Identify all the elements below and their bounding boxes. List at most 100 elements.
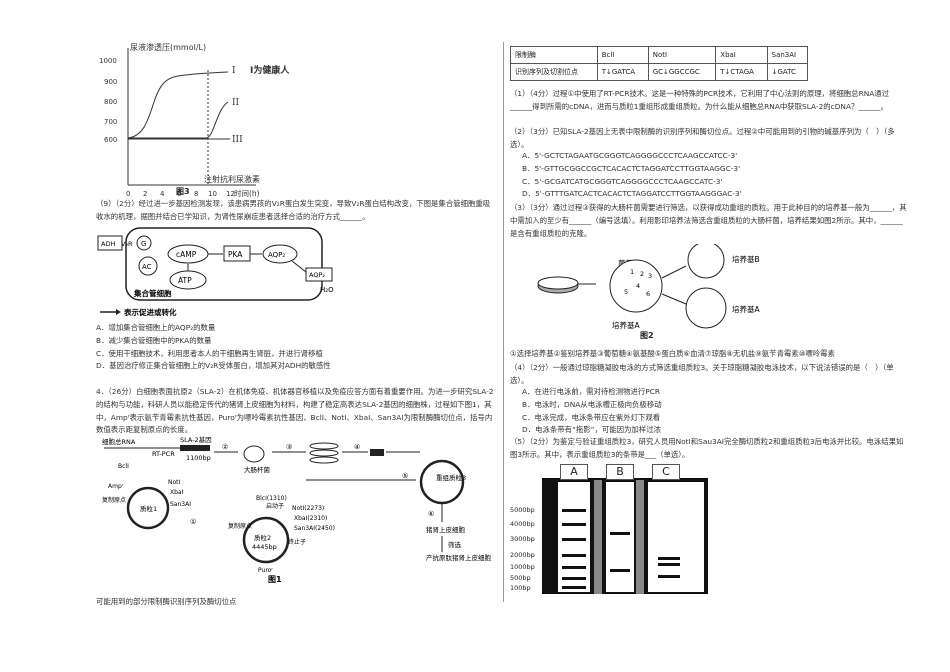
rtpcr-label: RT-PCR <box>152 450 175 458</box>
medium-b-label: 培养基B <box>732 254 760 264</box>
y-tick-label: 1000 <box>99 57 117 65</box>
table-cell: San3AI <box>766 46 809 64</box>
question-9-stem: （9）（2分）经过进一步基因检测发现，该患病男孩的V₂R蛋白发生突变，导致V₂R… <box>96 199 491 221</box>
ac-label: AC <box>142 263 152 271</box>
aqp2-label: AQP₂ <box>268 251 285 259</box>
gel-divider-2 <box>636 480 644 594</box>
step-2: ② <box>222 443 228 451</box>
option-c: C．电泳完成，电泳条带应在紫外灯下观看 <box>522 412 661 422</box>
question-4-5: （5）（2分）为鉴定与验证重组质粒3，研究人员用NotI和Sau3AI完全酶切质… <box>510 437 904 459</box>
copy-arrow-b <box>661 265 687 279</box>
gel-divider-1 <box>594 480 602 594</box>
option-b: B．减少集合管细胞中的PKA的数量 <box>96 335 212 345</box>
option-a: A．5'-GCTCTAGAATGCGGGTCAGGGGCCCTCAAGCCATC… <box>522 151 738 160</box>
lane-a-bg <box>558 482 590 592</box>
y-tick-label: 700 <box>104 118 117 126</box>
colony-4: 4 <box>636 282 640 290</box>
marker-label: 1000bp <box>510 563 535 571</box>
gel-figure: A B C 5000bp 4000bp 3000bp 2000bp 1000bp… <box>510 462 710 596</box>
ladder-band <box>562 577 586 580</box>
x-tick-label: 10 <box>208 190 217 198</box>
p2-san: San3AI(2450) <box>294 525 335 532</box>
curve-I <box>127 71 229 139</box>
ladder-band <box>562 509 586 512</box>
product-label: 产抗原肽猪肾上皮细胞 <box>426 553 492 562</box>
lane-b-label: B <box>606 464 634 480</box>
ecoli-label: 大肠杆菌 <box>244 465 271 474</box>
plasmid-2-label: 质粒2 <box>254 533 271 542</box>
y-tick-label: 900 <box>104 78 117 86</box>
p1-bcl: BclI <box>118 463 129 470</box>
question-4-footer: 可能用到的部分限制酶识别序列及酶切位点 <box>96 597 237 606</box>
collecting-duct-cell-diagram: ADH V₂R G AC cAMP ATP PKA AQP₂ AQP₂ H₂O … <box>97 227 334 317</box>
ladder-band <box>562 554 586 557</box>
lane-b-band <box>610 532 630 535</box>
step-4: ④ <box>354 443 360 451</box>
copy-arrow-a <box>661 293 687 305</box>
option-a: A．在进行电泳前，需对待检测物进行PCR <box>522 387 661 396</box>
marker-label: 3000bp <box>510 535 535 543</box>
plate-dish-top <box>537 276 579 290</box>
plate-1 <box>309 442 339 450</box>
x-axis-label: 时间(h) <box>234 188 260 198</box>
medium-choices: ①选择培养基②鉴别培养基③葡萄糖④氨基酸⑤蛋白质⑥血清⑦琼脂⑧无机盐⑨氨苄青霉素… <box>510 349 835 358</box>
legend-arrowhead <box>116 309 121 315</box>
lane-c-band <box>658 563 680 566</box>
option-a: A．增加集合管细胞上的AQP₂的数量 <box>96 323 216 332</box>
table-cell: 限制酶 <box>510 46 598 64</box>
medium-a2-label: 培养基A <box>732 304 760 314</box>
adh-label: ADH <box>101 240 115 248</box>
table-cell: T↓CTAGA <box>715 63 768 81</box>
question-4-4-stem: （4）（2分）一般通过琼脂糖凝胶电泳的方式筛选重组质粒3。关于琼脂糖凝胶电泳技术… <box>510 363 894 385</box>
option-c: C．5'-GCGATCATGCGGGTCAGGGGCCCTCAAGCCATC-3… <box>522 176 723 186</box>
medium-b-plate <box>687 244 725 279</box>
table-row: 识别序列及切割位点 T↓GATCA GC↓GGCCGC T↓CTAGA ↓GAT… <box>510 63 809 81</box>
p2-bcl: BlcI(1310) <box>256 495 287 502</box>
colony-1: 1 <box>630 268 634 276</box>
injection-label: 注射抗利尿激素 <box>204 175 260 184</box>
medium-a-label: 培养基A <box>612 320 640 330</box>
figure-1-caption: 图1 <box>268 575 282 584</box>
curve-I-note: I为健康人 <box>250 64 290 76</box>
x-tick-label: 6 <box>177 190 182 198</box>
step-6: ⑥ <box>428 510 434 518</box>
cell-label: 集合管细胞 <box>133 288 172 298</box>
gene-bar <box>180 445 210 451</box>
question-4-3: （3）（3分）通过过程③获得的大肠杆菌需要进行筛选，以获得成功重组的质粒。用于此… <box>510 203 907 238</box>
curve-II <box>128 101 229 139</box>
figure-1-diagram: 细胞总RNA RT-PCR SLA-2基因 1100bp ② 大肠杆菌 ③ ④ … <box>102 436 492 584</box>
lane-c-band <box>658 557 680 560</box>
gene-bp: 1100bp <box>186 454 211 462</box>
plasmid-1-label: 质粒1 <box>140 504 157 513</box>
ladder-band <box>562 523 586 526</box>
table-cell: NotI <box>647 46 717 64</box>
plate-3 <box>309 456 339 464</box>
g-label: G <box>141 240 146 248</box>
medium-a-plate <box>609 259 663 313</box>
marker-label: 2000bp <box>510 551 535 559</box>
p2-terminator: 终止子 <box>288 538 306 546</box>
marker-label: 100bp <box>510 584 531 592</box>
colony-6: 6 <box>646 290 650 298</box>
ecoli-cell <box>243 445 265 463</box>
question-4-4-options: A．在进行电泳前，需对待检测物进行PCR B．电泳时，DNA从电泳槽正极向负极移… <box>510 386 662 437</box>
figure-2-caption: 图2 <box>640 331 654 340</box>
screen-label: 筛选 <box>448 540 462 549</box>
medium-a2-plate <box>685 287 727 329</box>
marker-label: 500bp <box>510 574 531 582</box>
option-b: B．电泳时，DNA从电泳槽正极向负极移动 <box>522 399 662 409</box>
curve-III-label: III <box>232 135 243 145</box>
plasmid-1 <box>126 486 170 530</box>
vesicle-to-membrane-arrow <box>291 260 307 273</box>
curve-II-label: II <box>232 98 240 108</box>
lane-c-label: C <box>652 464 680 480</box>
x-tick-label: 4 <box>160 190 165 198</box>
p2-not: NotI(2273) <box>292 505 324 512</box>
x-tick-label: 8 <box>194 190 198 198</box>
x-tick-label: 12 <box>226 190 235 198</box>
colony-2: 2 <box>640 270 644 278</box>
question-4-1: （1）（4分）过程①中使用了RT-PCR技术。这是一种特殊的PCR技术，它利用了… <box>510 89 890 111</box>
atp-label: ATP <box>178 276 192 285</box>
plasmid-2-size: 4445bp <box>252 543 277 551</box>
digested-gene <box>370 449 384 456</box>
